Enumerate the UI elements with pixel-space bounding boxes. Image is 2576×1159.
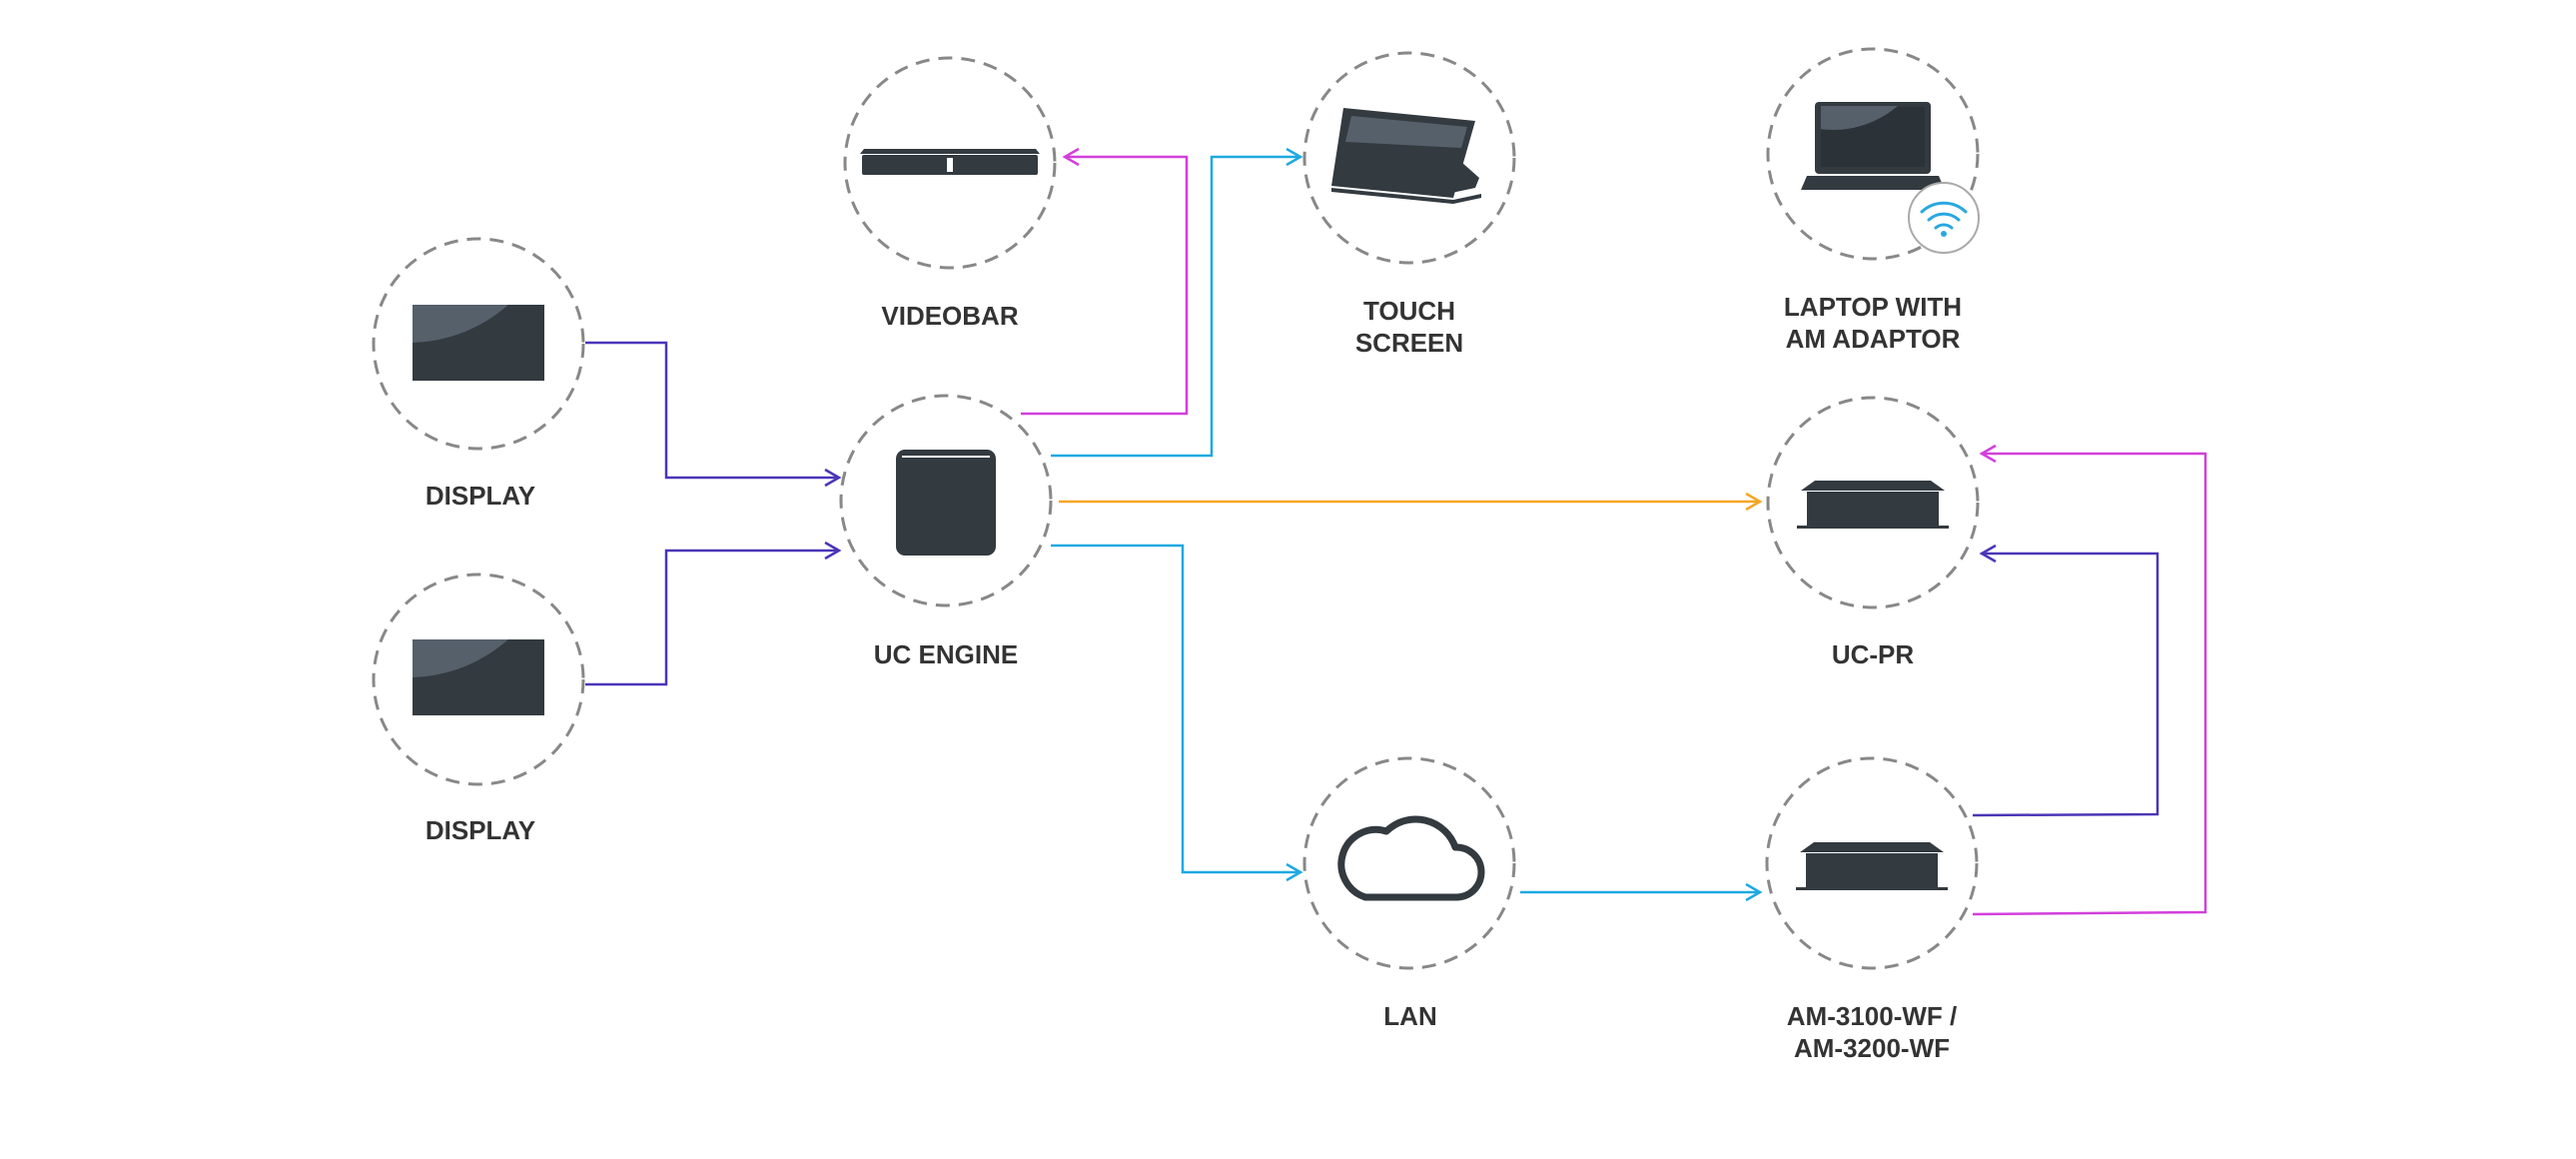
label-uc-pr: UC-PR (1832, 638, 1914, 670)
connection-am-unit-uc-pr-magenta (1972, 444, 2207, 916)
connections (585, 147, 2207, 916)
cloud-icon (1337, 815, 1485, 901)
label-display-bottom: DISPLAY (426, 814, 535, 846)
touch-screen-icon (1331, 108, 1481, 204)
circle-touch-screen (1302, 51, 1516, 265)
label-am-unit: AM-3100-WF / AM-3200-WF (1787, 1000, 1957, 1064)
label-line: SCREEN (1354, 328, 1464, 358)
circle-laptop (1766, 47, 1980, 261)
circle-am-unit (1765, 756, 1979, 970)
connection-lan-am-unit (1520, 882, 1763, 902)
circle-display-top (372, 237, 585, 451)
connection-am-unit-uc-pr-purple (1972, 544, 2159, 817)
wifi-icon (1908, 182, 1980, 254)
videobar-icon (860, 149, 1040, 175)
connection-display-top-uc-engine (585, 341, 842, 488)
display-icon (413, 305, 544, 381)
label-line: DISPLAY (425, 481, 536, 511)
circle-videobar (843, 56, 1057, 270)
circle-display-bottom (372, 573, 585, 786)
am-unit-icon (1796, 842, 1948, 890)
circle-uc-pr (1766, 396, 1980, 609)
connection-uc-engine-touch-screen (1051, 147, 1303, 458)
circle-uc-engine (839, 394, 1053, 607)
label-display-top: DISPLAY (426, 480, 535, 512)
label-line: UC-PR (1831, 639, 1915, 669)
connection-uc-engine-uc-pr (1059, 492, 1763, 512)
label-line: VIDEOBAR (881, 301, 1019, 331)
label-touch-screen: TOUCH SCREEN (1355, 295, 1463, 359)
connection-display-bottom-uc-engine (585, 541, 842, 686)
label-uc-engine: UC ENGINE (874, 638, 1018, 670)
display-icon (413, 639, 544, 715)
label-line: UC ENGINE (873, 639, 1019, 669)
uc-pr-icon (1797, 481, 1949, 529)
connection-uc-engine-lan (1051, 544, 1303, 882)
label-line: AM ADAPTOR (1785, 324, 1961, 354)
label-laptop: LAPTOP WITH AM ADAPTOR (1784, 291, 1962, 355)
uc-engine-icon (896, 450, 996, 556)
label-lan: LAN (1383, 1000, 1436, 1032)
label-line: DISPLAY (425, 815, 536, 845)
label-line: AM-3200-WF (1793, 1033, 1950, 1063)
connection-uc-engine-videobar (1021, 147, 1189, 416)
laptop-icon (1801, 102, 1945, 190)
circle-lan (1302, 756, 1516, 970)
label-videobar: VIDEOBAR (881, 300, 1018, 332)
node-circles (372, 47, 1980, 970)
label-line: LAN (1383, 1001, 1437, 1031)
label-line: AM-3100-WF / (1786, 1001, 1958, 1031)
label-line: LAPTOP WITH (1783, 292, 1963, 322)
label-line: TOUCH (1363, 296, 1455, 326)
